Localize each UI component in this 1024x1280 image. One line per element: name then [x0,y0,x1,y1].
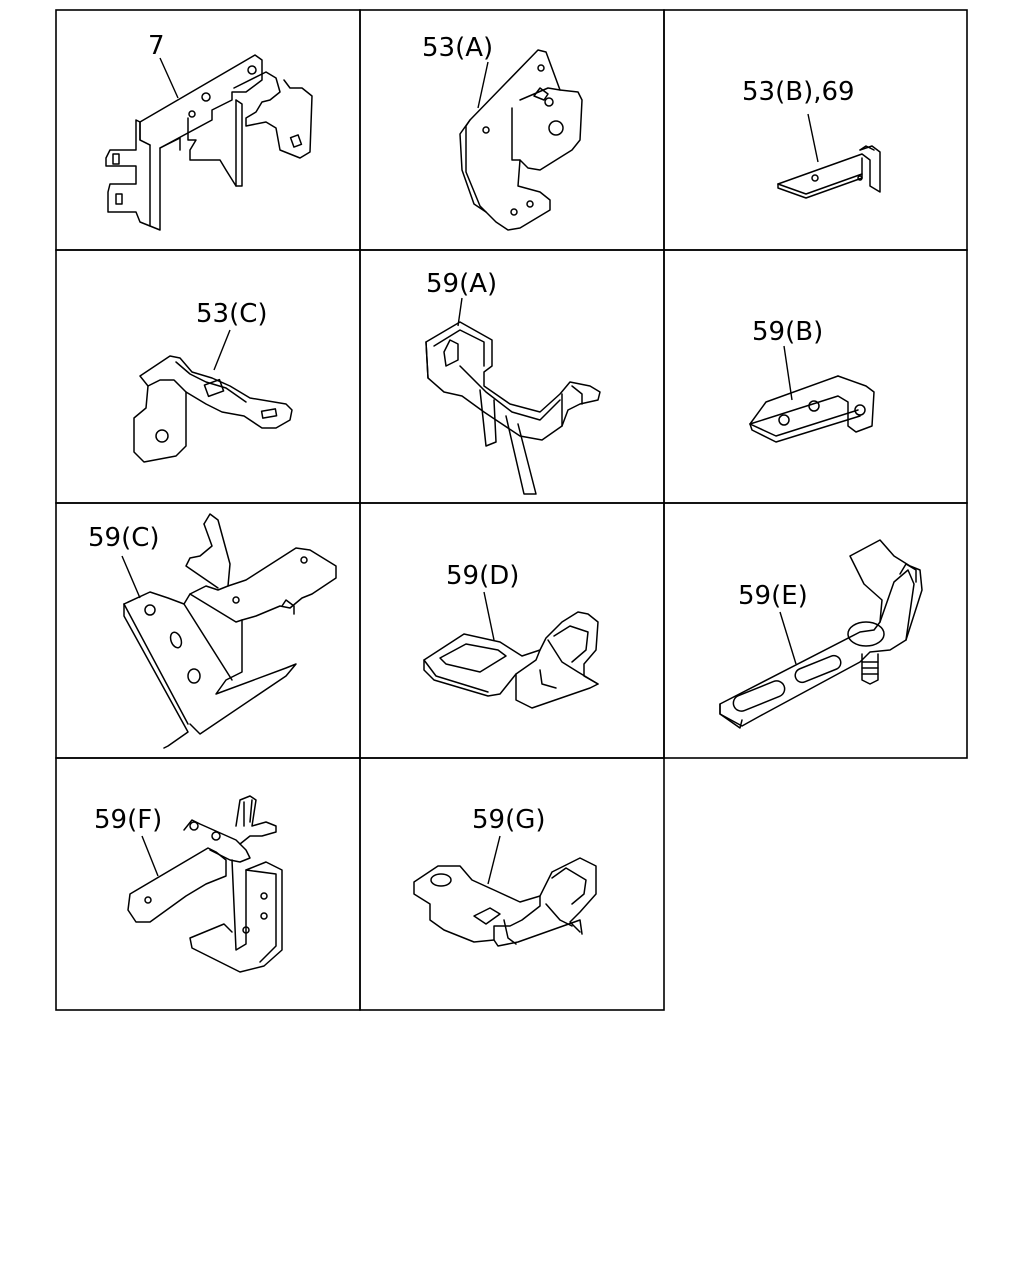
part-drawing-53b-69 [777,145,881,199]
cell-border [663,502,968,759]
cell-part-53b-69[interactable]: 53(B),69 [663,9,968,251]
cell-border [55,9,361,251]
cell-part-53a[interactable]: 53(A) [359,9,665,251]
leader-line [779,611,797,665]
part-label-59c: 59(C) [88,523,160,553]
part-drawing-53c [133,355,293,463]
leader-line [121,555,141,599]
part-drawing-53a [459,49,583,231]
leader-line [783,345,793,401]
part-label-59e: 59(E) [738,581,808,611]
cell-part-53c[interactable]: 53(C) [55,249,361,504]
part-label-53b-69: 53(B),69 [742,77,855,107]
cell-part-59g[interactable]: 59(G) [359,757,665,1011]
part-drawing-59f [127,795,283,973]
cell-part-59a[interactable]: 59(A) [359,249,665,504]
cell-part-59c[interactable]: 59(C) [55,502,361,759]
part-label-59a: 59(A) [426,269,497,299]
leader-line [213,329,231,371]
cell-part-59d[interactable]: 59(D) [359,502,665,759]
cell-border [359,502,665,759]
leader-line [457,297,463,327]
cell-border [359,249,665,504]
part-drawing-59b [749,375,875,443]
leader-line [487,835,501,885]
part-label-7: 7 [148,31,165,61]
cell-part-59e[interactable]: 59(E) [663,502,968,759]
leader-line [477,61,489,109]
part-label-59g: 59(G) [472,805,546,835]
cell-border [359,757,665,1011]
cell-part-59f[interactable]: 59(F) [55,757,361,1011]
part-label-59f: 59(F) [94,805,162,835]
cell-part-7[interactable]: 7 [55,9,361,251]
part-label-59d: 59(D) [446,561,519,591]
part-drawing-7 [105,54,313,231]
part-drawing-59c [123,513,337,749]
cell-border [663,249,968,504]
cell-part-59b[interactable]: 59(B) [663,249,968,504]
part-drawing-59e [719,539,923,729]
leader-line [159,57,179,99]
part-drawing-59g [413,857,597,947]
part-label-59b: 59(B) [752,317,823,347]
leader-line [483,591,495,641]
leader-line [141,835,159,877]
part-drawing-59a [425,321,601,495]
part-drawing-59d [423,611,599,709]
part-label-53a: 53(A) [422,33,493,63]
leader-line [807,113,819,163]
cell-border [663,9,968,251]
part-label-53c: 53(C) [196,299,268,329]
